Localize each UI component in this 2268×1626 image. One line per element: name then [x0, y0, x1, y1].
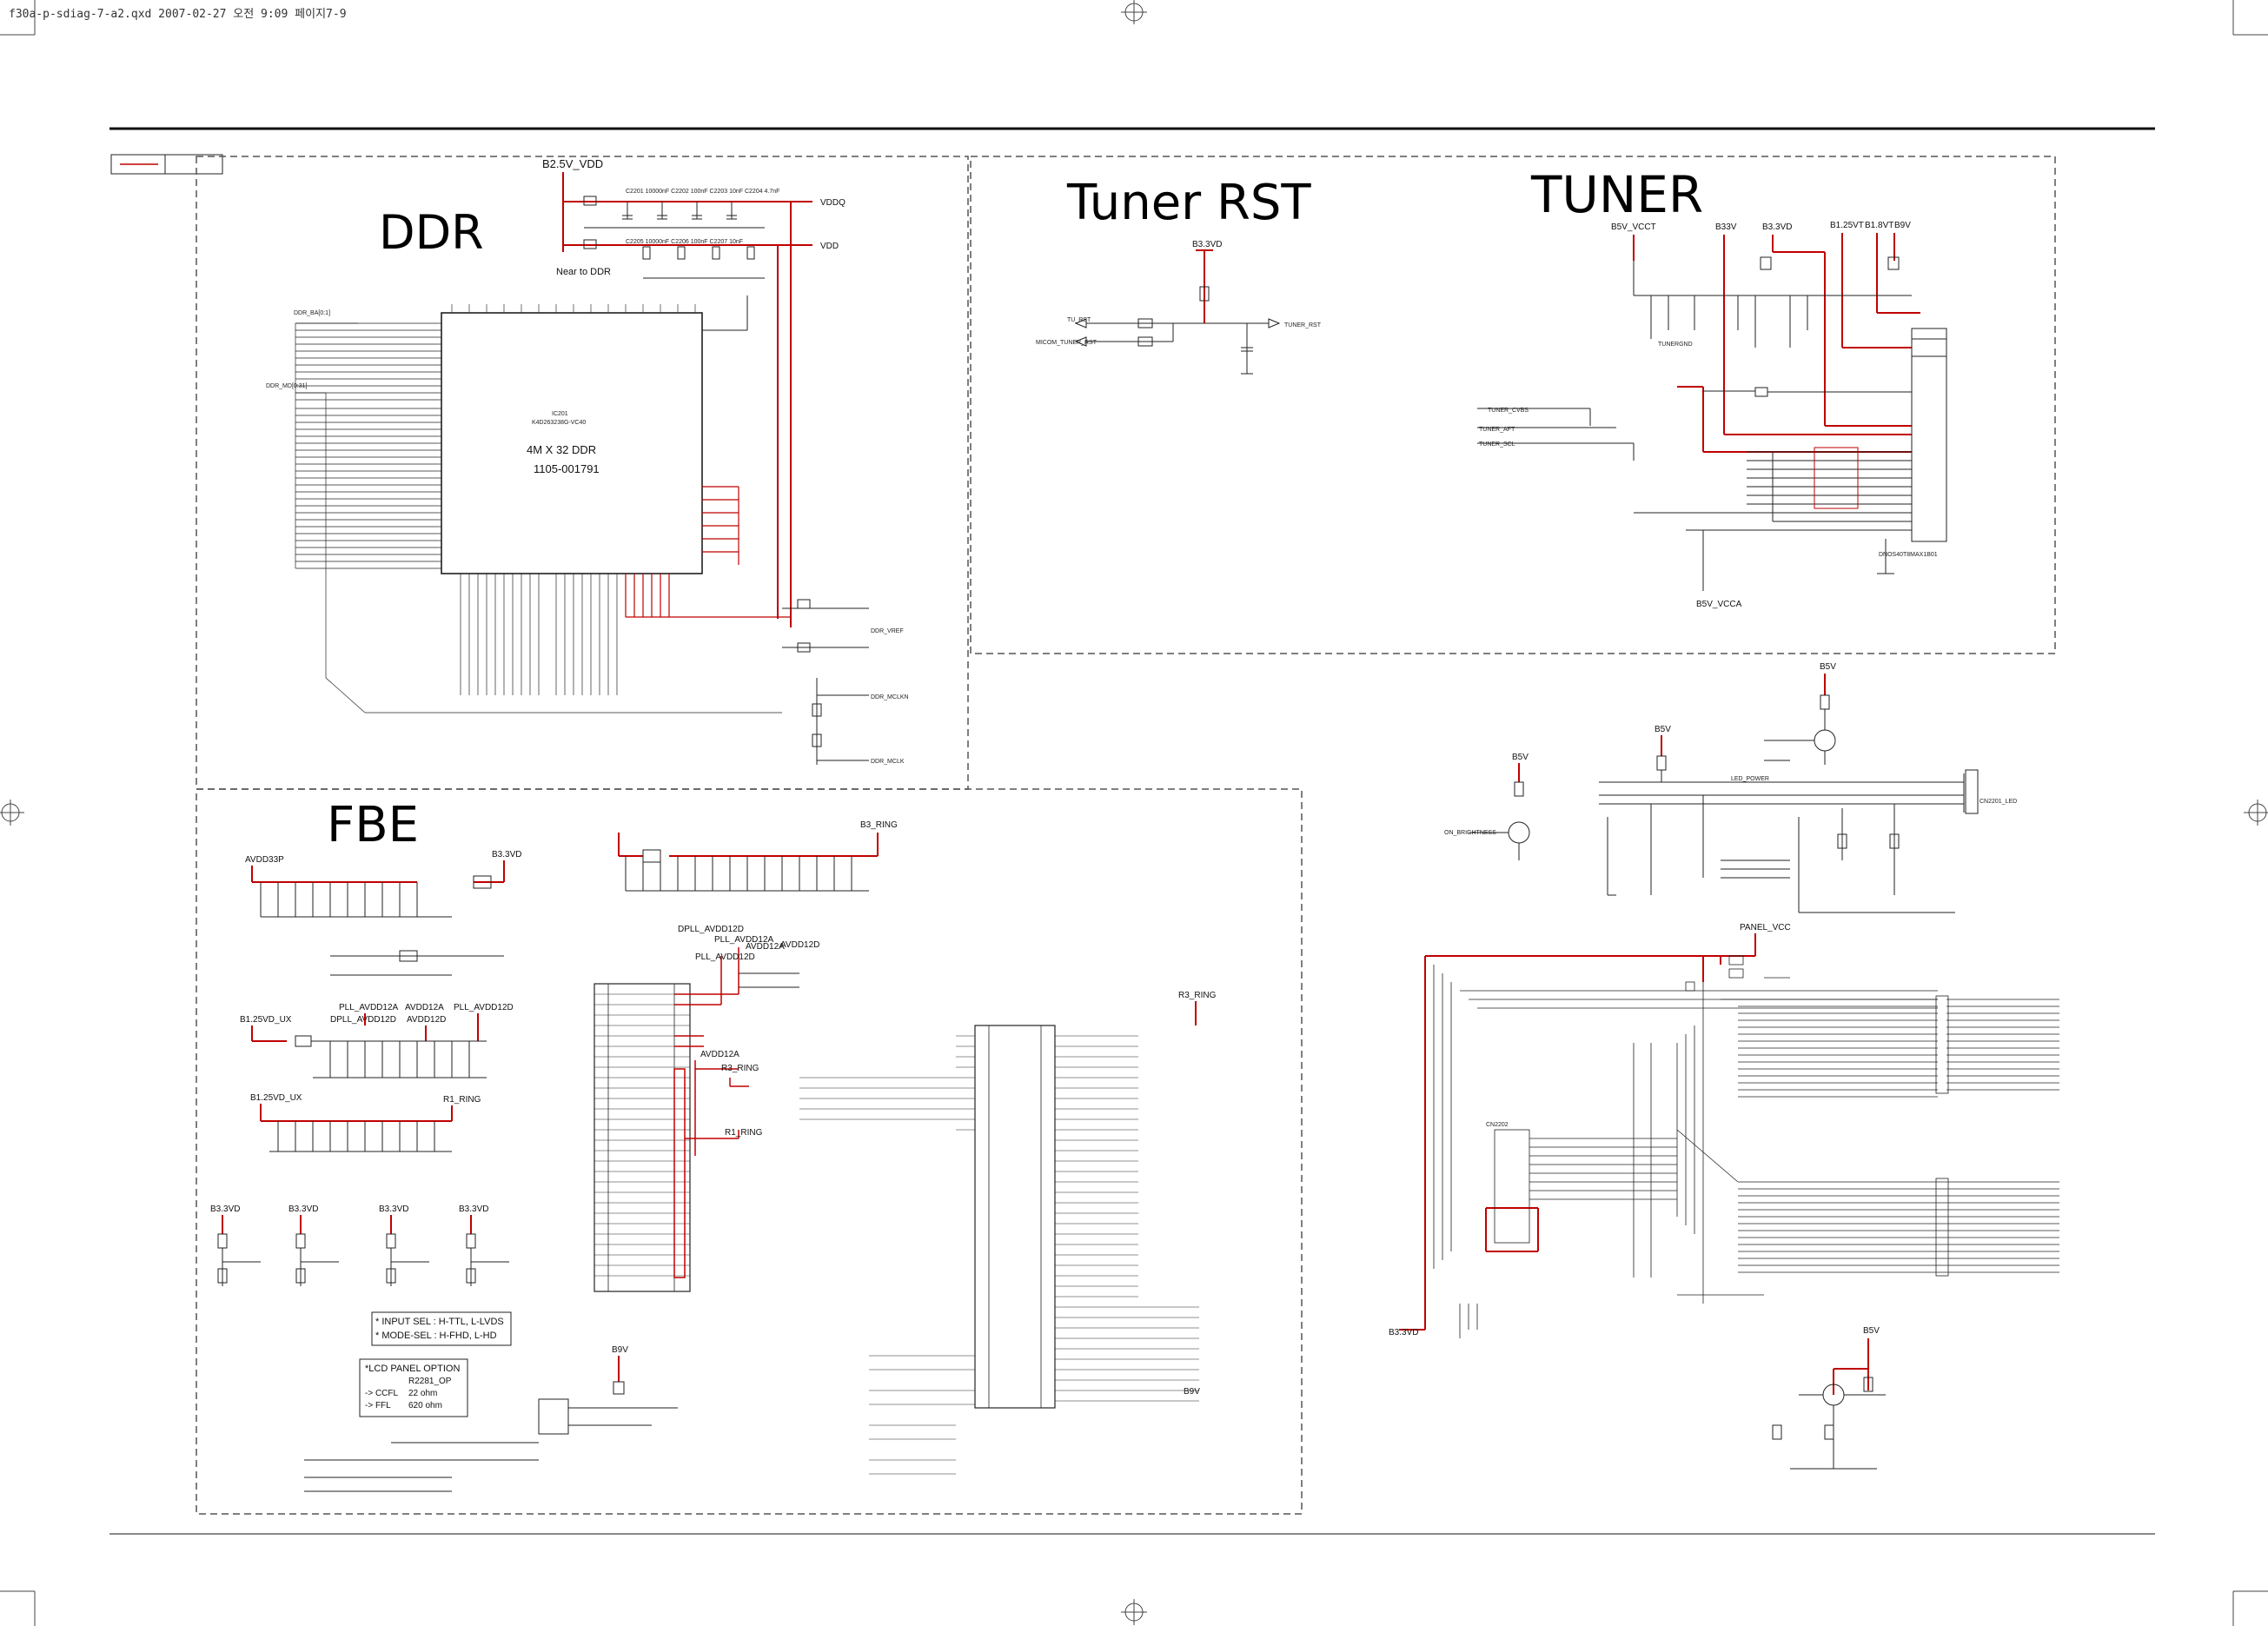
fbe-rail-5: PLL_AVDD12A	[339, 1003, 399, 1012]
ddr-chip-code: 1105-001791	[534, 462, 600, 475]
svg-text:DDR_VREF: DDR_VREF	[871, 628, 904, 634]
fbe-title: FBE	[327, 797, 419, 853]
ddr-supply-label: B2.5V_VDD	[542, 157, 603, 170]
fbe-input-note: * INPUT SEL : H-TTL, L-LVDS	[375, 1317, 504, 1327]
tuner-rail-2: B3.3VD	[1762, 222, 1792, 232]
tuner-rst-supply: B3.3VD	[1192, 240, 1222, 249]
ddr-chip-desc: 4M X 32 DDR	[527, 443, 596, 456]
fbe-opt-efl-label: -> FFL	[365, 1401, 391, 1410]
fbe-rail-3b: B1.25VD_UX	[250, 1093, 302, 1103]
svg-text:C2201 10000nF C2202 100nF C2: C2201 10000nF C2202 100nF C2203 10nF C22…	[626, 189, 779, 195]
right-conn1: CN2201_LED	[1980, 799, 2017, 805]
tuner-rail-4: B1.8VT	[1865, 221, 1893, 230]
panel-conn2: CN2202	[1486, 1122, 1509, 1128]
file-info-header: f30a-p-sdiag-7-a2.qxd 2007-02-27 오전 9:09…	[9, 8, 347, 21]
fbe-rail-7: AVDD12A	[405, 1003, 444, 1012]
svg-text:B3.3VD: B3.3VD	[379, 1205, 408, 1214]
fbe-block: FBE AVDD33P B3.3VD	[210, 797, 1217, 1492]
tuner-module: DNOS40T8MAX1B01	[1879, 552, 1938, 558]
fbe-ic-right-pins	[799, 1035, 1199, 1475]
tuner-sig1: TUNER_CVBS	[1488, 408, 1529, 414]
title-block	[110, 154, 223, 175]
ddr-block: DDR B2.5V_VDD C2201 10000nF C2202 100nF …	[266, 157, 909, 765]
fbe-rail-4: R1_RING	[443, 1095, 481, 1105]
right-b5v-1: B5V	[1820, 662, 1836, 672]
svg-text:B3.3VD: B3.3VD	[210, 1205, 240, 1214]
tuner-rst-out: TUNER_RST	[1284, 322, 1322, 329]
tuner-rail-1: B33V	[1715, 222, 1737, 232]
fbe-rail-11b: B9V	[612, 1345, 628, 1355]
svg-text:DDR_BA[0:1]: DDR_BA[0:1]	[294, 310, 330, 316]
panel-b33-label: B3.3VD	[1389, 1328, 1418, 1337]
svg-text:C2205 10000nF C2206 100nF C2: C2205 10000nF C2206 100nF C2207 10nF	[626, 239, 743, 245]
svg-text:ON_BRIGHTNESS: ON_BRIGHTNESS	[1444, 830, 1496, 836]
fbe-pullups: B3.3VD B3.3VD B3.3VD B3.3VD	[210, 1205, 509, 1286]
svg-text:B3.3VD: B3.3VD	[288, 1205, 318, 1214]
fbe-rail-9b: PLL_AVDD12D	[695, 952, 755, 962]
tuner-rst-title: Tuner RST	[1066, 175, 1311, 231]
fbe-opt-ccfl-val: 22 ohm	[408, 1389, 437, 1398]
svg-text:DDR_MD[0:31]: DDR_MD[0:31]	[266, 383, 308, 389]
tuner-rail-5: B9V	[1894, 221, 1911, 230]
tuner-sig2: TUNER_AFT	[1479, 427, 1515, 433]
fbe-rail-1: B3.3VD	[492, 850, 521, 859]
svg-text:VDDQ: VDDQ	[820, 198, 846, 208]
fbe-mode-note: * MODE-SEL : H-FHD, L-HD	[375, 1331, 497, 1341]
ddr-title: DDR	[379, 205, 484, 260]
fbe-rail-8: AVDD12D	[407, 1015, 446, 1025]
fbe-rail-11: B9V	[1184, 1387, 1200, 1397]
fbe-opt-efl-val: 620 ohm	[408, 1401, 442, 1410]
tuner-rst-block: Tuner RST B3.3VD TU_RST MICOM_TUNER_RST …	[1036, 175, 1322, 375]
fbe-ic-left	[594, 983, 691, 1292]
panel-vcc-label: PANEL_VCC	[1740, 923, 1791, 932]
tuner-rst-in1: TU_RST	[1067, 317, 1091, 323]
tuner-block: TUNER B5V_VCCT B33V B3.3VD B1.25VT B1.8V…	[1477, 165, 1947, 609]
ddr-note: Near to DDR	[556, 267, 611, 277]
fbe-rail-7b: AVDD12A	[746, 942, 785, 952]
fbe-option-title: *LCD PANEL OPTION	[365, 1364, 460, 1374]
svg-text:DDR_MCLK: DDR_MCLK	[871, 759, 905, 765]
fbe-ic-right	[974, 1025, 1056, 1409]
fbe-rail-3: B1.25VD_UX	[240, 1015, 292, 1025]
tuner-gnd: TUNERGND	[1658, 342, 1693, 348]
tuner-rail-3: B1.25VT	[1830, 221, 1864, 230]
fbe-rail-6b: DPLL_AVDD12D	[678, 925, 744, 934]
svg-text:VDD: VDD	[820, 242, 839, 251]
fbe-option-ref: R2281_OP	[408, 1377, 452, 1386]
tuner-rst-in2: MICOM_TUNER_RST	[1036, 340, 1098, 346]
tuner-vcca: B5V_VCCA	[1696, 600, 1742, 609]
fbe-rail-7c: AVDD12A	[700, 1050, 739, 1059]
fbe-opt-ccfl-label: -> CCFL	[365, 1389, 399, 1398]
svg-text:DDR_MCLKN: DDR_MCLKN	[871, 694, 909, 700]
fbe-notes: * INPUT SEL : H-TTL, L-LVDS * MODE-SEL :…	[359, 1311, 512, 1417]
tuner-title: TUNER	[1530, 165, 1703, 224]
right-b5v-3: B5V	[1512, 753, 1529, 762]
ddr-chip-ref: IC201	[552, 411, 568, 417]
svg-text:B3.3VD: B3.3VD	[459, 1205, 488, 1214]
fbe-rail-4b: R1_RING	[725, 1128, 763, 1138]
block-frames	[196, 156, 2056, 1515]
svg-text:LED_POWER: LED_POWER	[1731, 776, 1769, 782]
tuner-sig3: TUNER_SCL	[1479, 441, 1515, 448]
panel-block: PANEL_VCC	[1389, 923, 2059, 1470]
tuner-rail-0: B5V_VCCT	[1611, 222, 1656, 232]
fbe-rail-5b: PLL_AVDD12A	[714, 935, 774, 945]
led-driver-block: B5V B5V B5V	[1444, 662, 2017, 913]
right-b5v-2: B5V	[1655, 725, 1671, 734]
svg-text:B5V: B5V	[1863, 1326, 1880, 1336]
fbe-rail-2: B3_RING	[860, 820, 898, 830]
fbe-rail-9: PLL_AVDD12D	[454, 1003, 514, 1012]
fbe-rail-8b: AVDD12D	[780, 940, 819, 950]
fbe-rail-6: DPLL_AVDD12D	[330, 1015, 396, 1025]
fbe-rail-0: AVDD33P	[245, 855, 284, 865]
ddr-chip-part: K4D263238G-VC40	[532, 420, 586, 426]
fbe-rail-10b: R3_RING	[1178, 991, 1217, 1000]
fbe-rail-10: R3_RING	[721, 1064, 759, 1073]
